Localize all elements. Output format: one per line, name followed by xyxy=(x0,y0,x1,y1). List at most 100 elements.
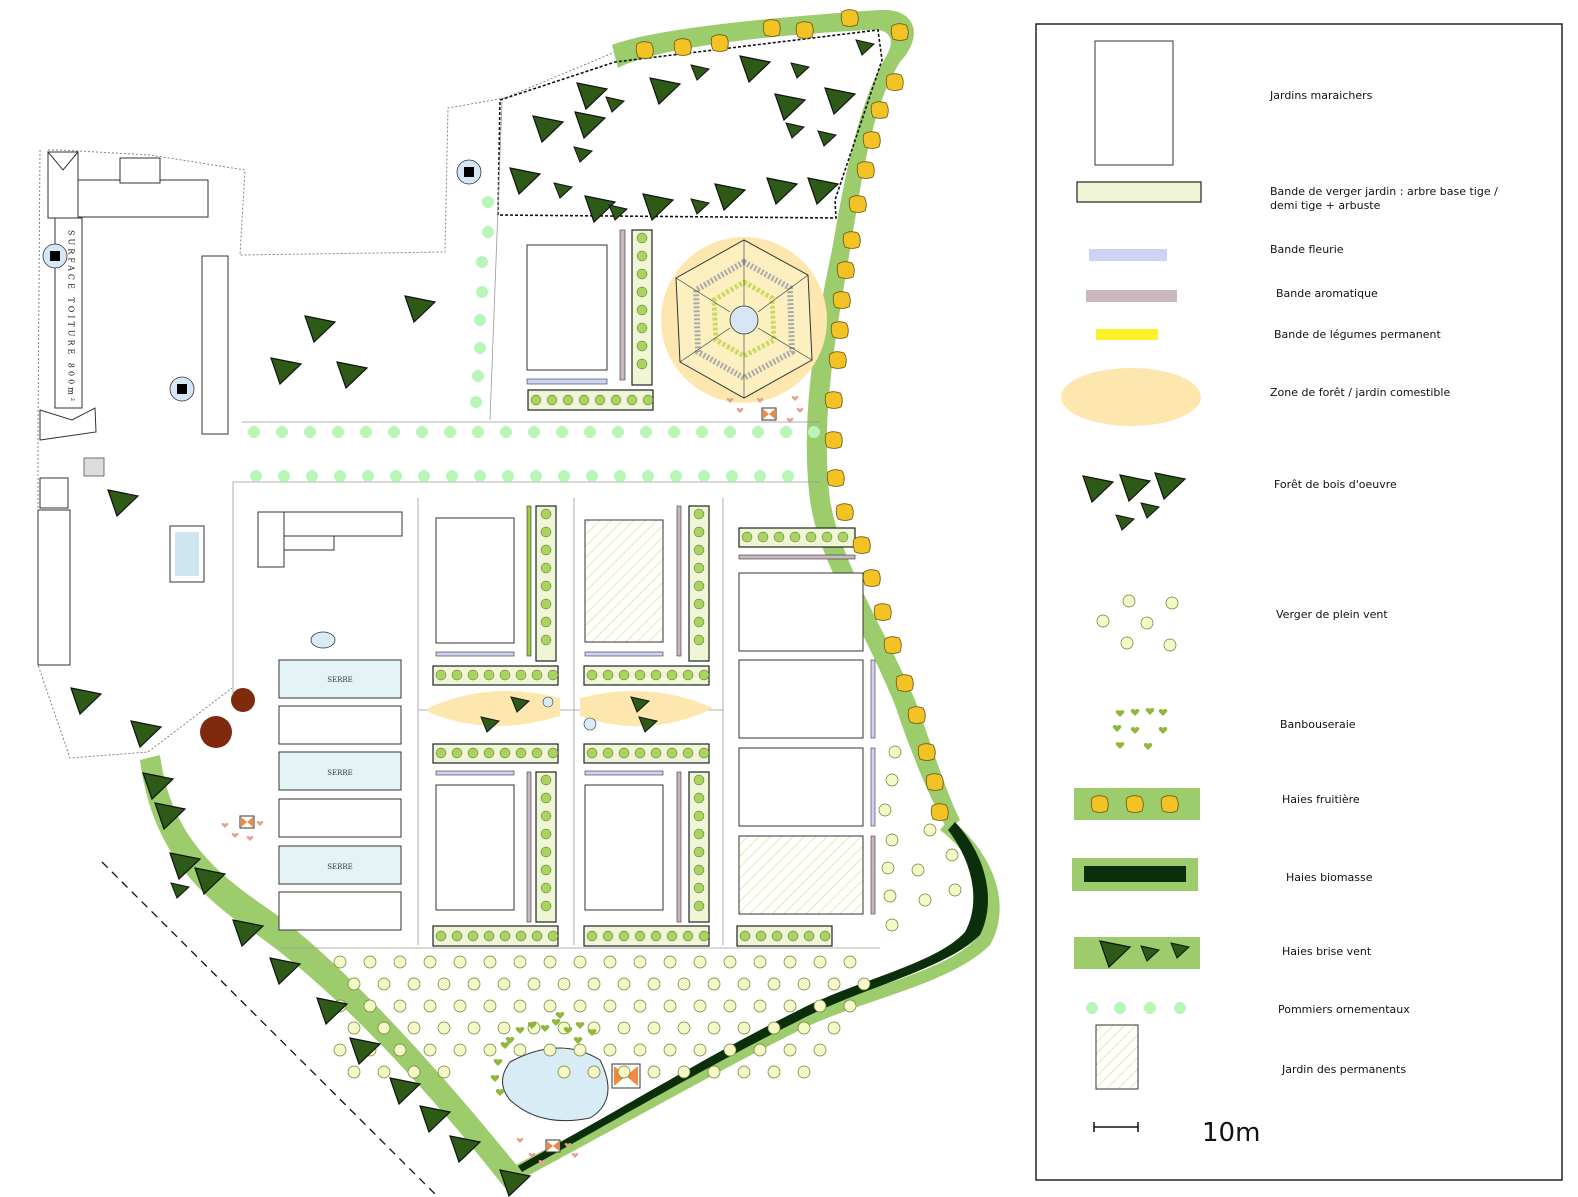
ornamental-apple xyxy=(558,470,570,482)
timber-tree xyxy=(509,167,541,195)
orchard-tree xyxy=(393,955,407,969)
orchard-tree xyxy=(881,861,895,875)
band-tree xyxy=(618,669,630,681)
orchard-tree xyxy=(617,977,631,991)
band-tree xyxy=(499,930,511,942)
fruit-hedge-shrub xyxy=(832,291,851,309)
timber-tree xyxy=(608,204,628,221)
timber-tree xyxy=(690,198,710,215)
orchard-tree xyxy=(377,977,391,991)
band-tree xyxy=(642,394,654,406)
ornamental-apple xyxy=(724,426,736,438)
orchard-tree xyxy=(783,999,797,1013)
band-tree xyxy=(618,747,630,759)
ornamental-apple xyxy=(416,426,428,438)
ornamental-apple xyxy=(418,470,430,482)
band-tree xyxy=(467,669,479,681)
ornamental-apple xyxy=(528,426,540,438)
pond xyxy=(502,1047,609,1122)
ornamental-apple xyxy=(474,314,486,326)
timber-tree xyxy=(130,720,162,748)
orchard-tree xyxy=(737,1065,751,1079)
orchard-tree xyxy=(483,999,497,1013)
orchard-tree xyxy=(407,977,421,991)
legend-label-banbouseraie: Banbouseraie xyxy=(1280,718,1356,731)
legend-symbol-marks xyxy=(1082,472,1190,1014)
band-tree xyxy=(515,930,527,942)
band-tree xyxy=(682,930,694,942)
orchard-tree xyxy=(483,1043,497,1057)
site-boundary xyxy=(37,51,616,759)
compost-1 xyxy=(231,688,255,712)
band-tree xyxy=(540,882,552,894)
band-tree xyxy=(693,616,705,628)
orchard-tree xyxy=(813,955,827,969)
timber-tree xyxy=(605,96,625,113)
fruit-hedge-shrub xyxy=(883,636,902,654)
legend-label-foret-bois: Forêt de bois d'oeuvre xyxy=(1274,478,1397,491)
fruit-hedge-shrub xyxy=(842,231,861,249)
band-tree xyxy=(666,930,678,942)
band-tree xyxy=(435,930,447,942)
scale-label: 10m xyxy=(1202,1118,1261,1148)
fruit-hedge-shrub xyxy=(890,23,909,41)
pink-flower xyxy=(571,1153,579,1158)
ornamental-apple xyxy=(276,426,288,438)
timber-tree xyxy=(532,115,564,143)
ornamental-apple xyxy=(584,426,596,438)
orchard-tree xyxy=(573,1043,587,1057)
orchard-tree xyxy=(647,1021,661,1035)
band-tree xyxy=(636,340,648,352)
pink-flower xyxy=(796,408,804,413)
orchard-tree xyxy=(423,999,437,1013)
fruit-hedge-shrub xyxy=(856,161,875,179)
orchard-tree xyxy=(723,999,737,1013)
orchard-tree xyxy=(753,955,767,969)
timber-tree xyxy=(404,295,436,323)
band-tree xyxy=(540,774,552,786)
pink-flower xyxy=(791,396,799,401)
legend-orchard-tree xyxy=(1096,614,1110,628)
band-tree xyxy=(578,394,590,406)
orchard-tree xyxy=(797,977,811,991)
bamboo-clump xyxy=(515,1027,525,1034)
timber-tree xyxy=(817,130,837,147)
fruit-hedge-shrub xyxy=(852,536,871,554)
orchard-tree xyxy=(407,1065,421,1079)
legend-label-haies-biomasse: Haies biomasse xyxy=(1286,871,1373,884)
ornamental-apple xyxy=(250,470,262,482)
fruit-hedge-shrub xyxy=(907,706,926,724)
band-tree xyxy=(586,930,598,942)
timber-tree xyxy=(714,183,746,211)
timber-tree xyxy=(690,64,710,81)
orchard-tree xyxy=(797,1021,811,1035)
orchard-tree xyxy=(693,955,707,969)
ornamental-apple xyxy=(586,470,598,482)
orchard-tree xyxy=(885,918,899,932)
orchard-tree xyxy=(827,977,841,991)
ornamental-apple xyxy=(670,470,682,482)
band-tree xyxy=(483,930,495,942)
band-tree xyxy=(741,531,753,543)
band-tree xyxy=(650,747,662,759)
ornamental-apple xyxy=(360,426,372,438)
orchard-tree xyxy=(723,955,737,969)
timber-tree xyxy=(304,315,336,343)
band-tree xyxy=(693,774,705,786)
band-tree xyxy=(540,616,552,628)
orchard-tree xyxy=(753,1043,767,1057)
orchard-tree xyxy=(347,977,361,991)
forest-boundary xyxy=(497,29,883,219)
orchard-tree xyxy=(737,1021,751,1035)
timber-tree xyxy=(553,182,573,199)
ornamental-apple xyxy=(482,226,494,238)
orchard-tree xyxy=(923,823,937,837)
ornamental-apple xyxy=(482,196,494,208)
orchard-tree xyxy=(677,1021,691,1035)
ornamental-apple xyxy=(782,470,794,482)
band-tree xyxy=(666,669,678,681)
band-tree xyxy=(698,930,710,942)
orchard-tree xyxy=(827,1021,841,1035)
legend-label-pommiers: Pommiers ornementaux xyxy=(1278,1003,1410,1016)
fruit-hedge-shrub xyxy=(862,569,881,587)
